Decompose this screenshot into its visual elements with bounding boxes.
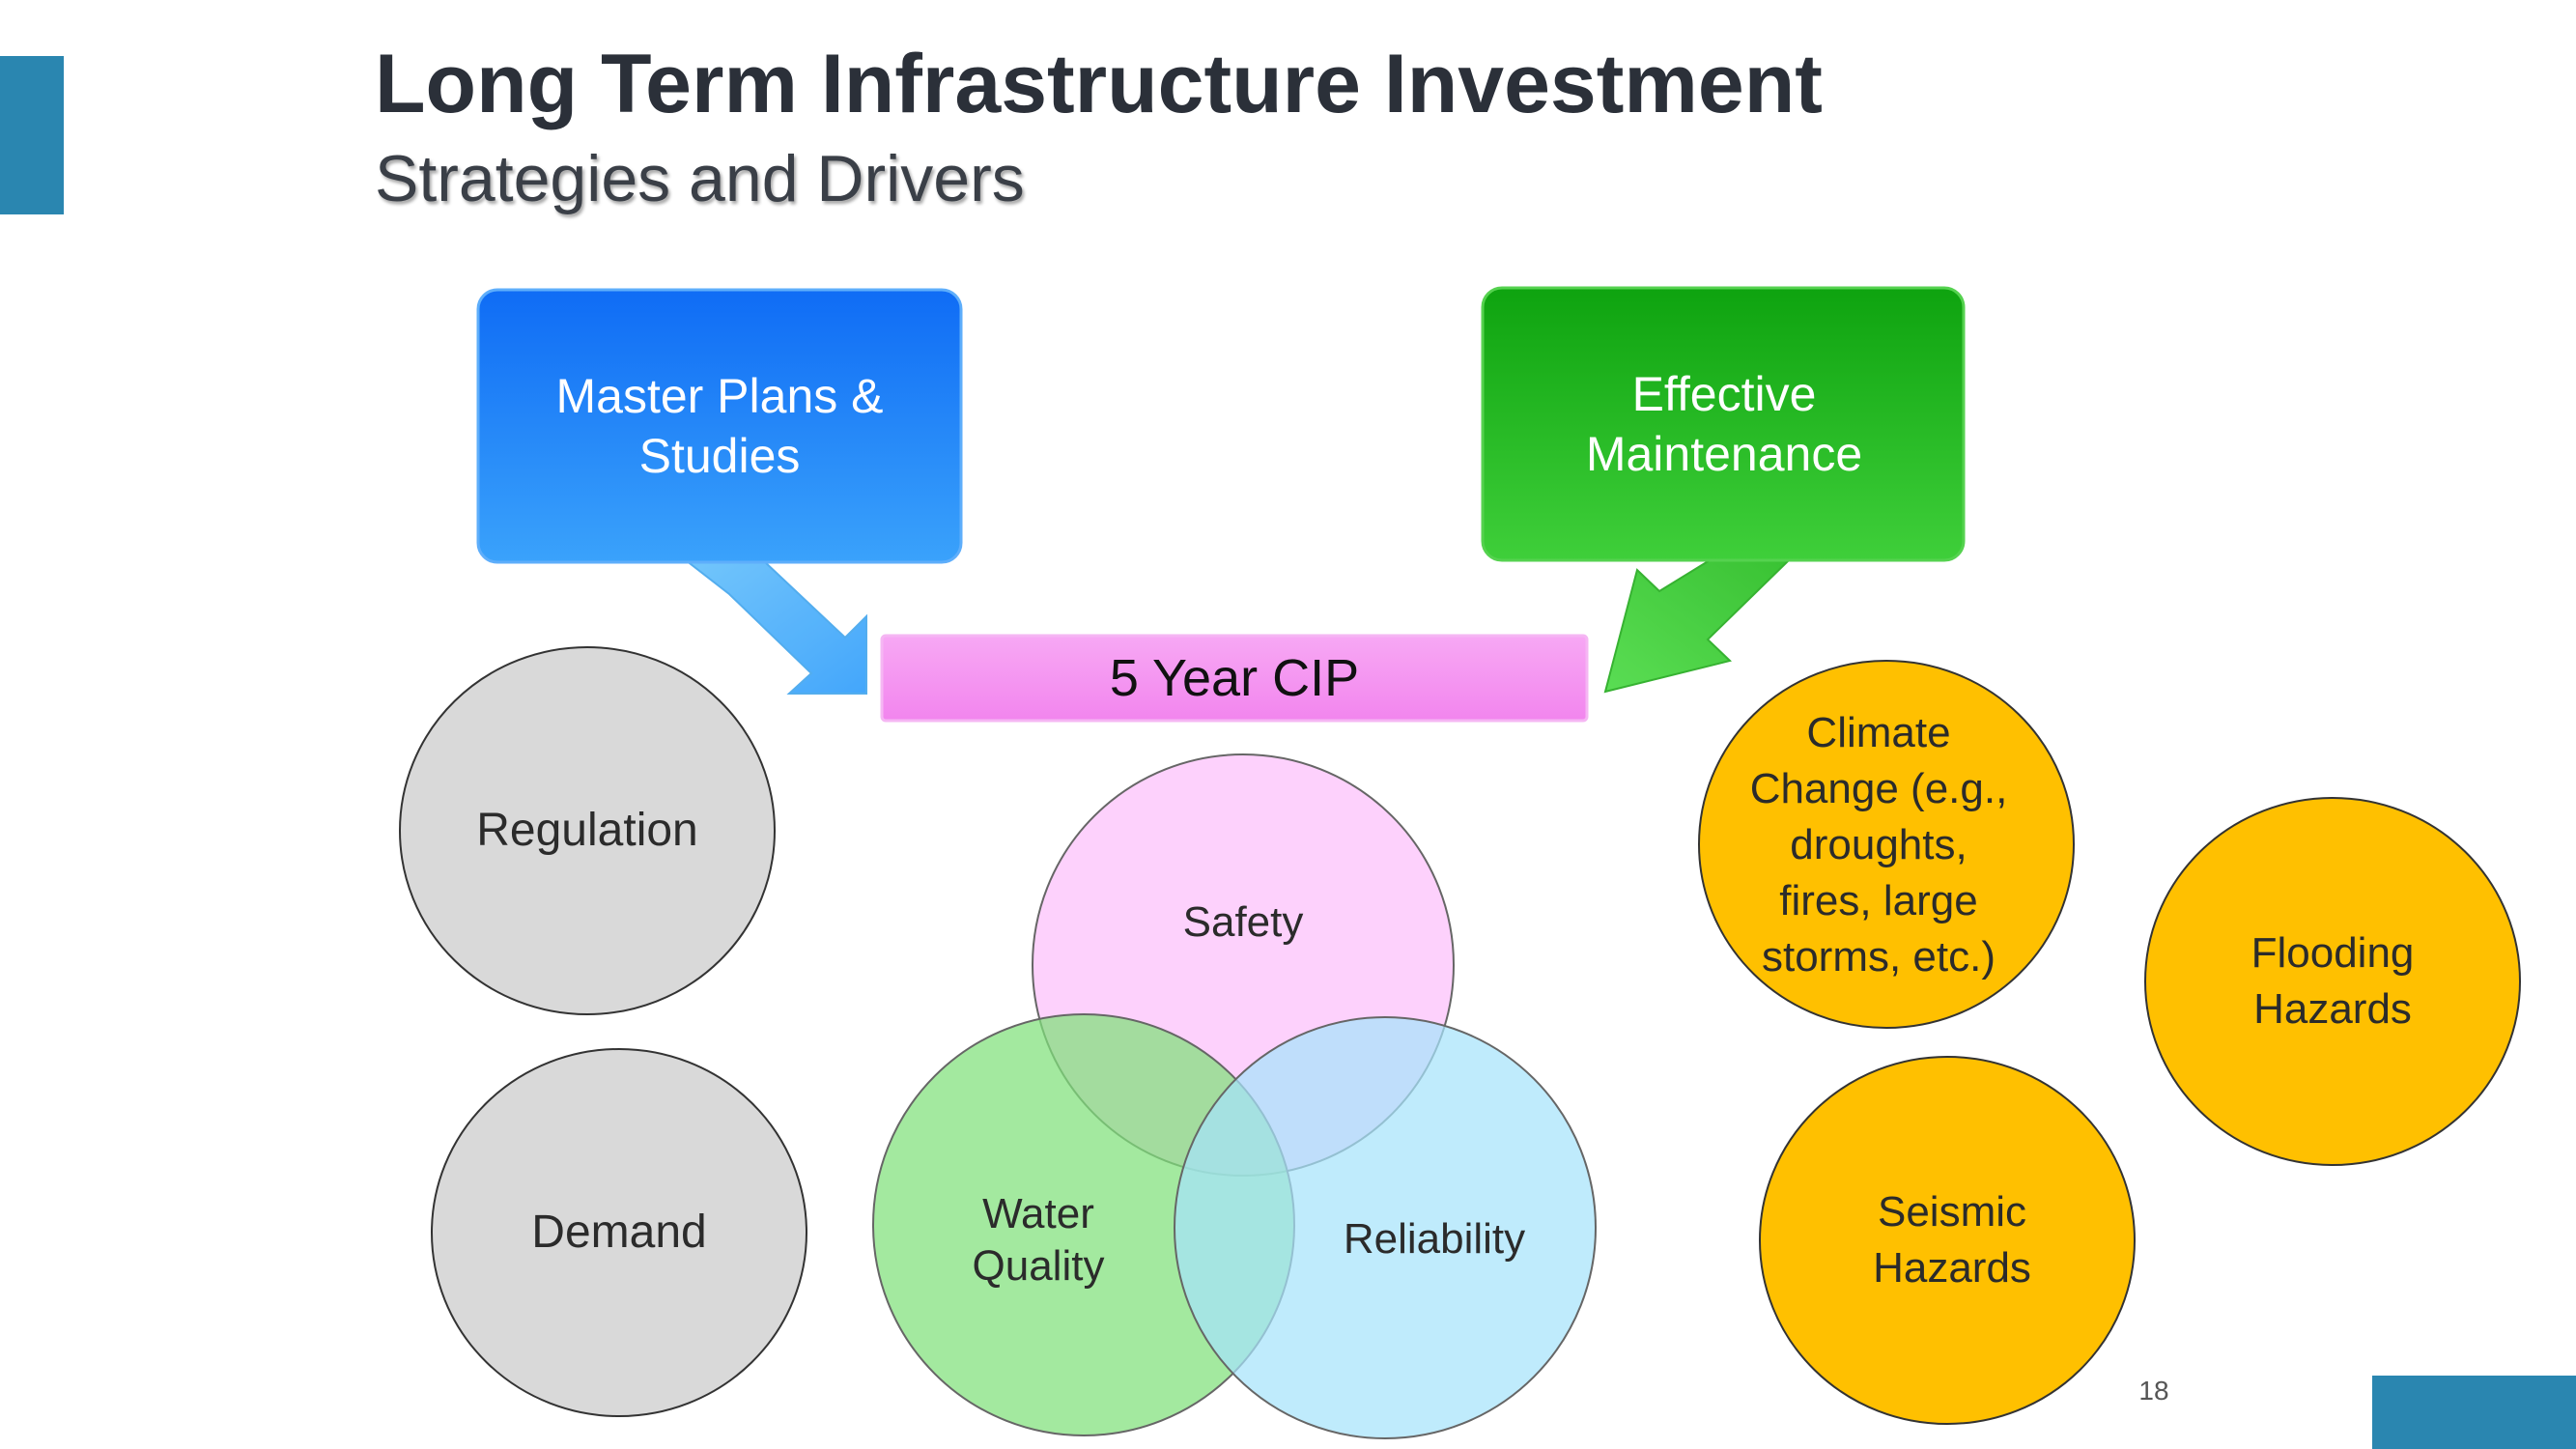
seismic-circle-shape	[1759, 1056, 2136, 1425]
venn-reliability-label: Reliability	[1343, 1215, 1526, 1263]
cip-bar-label: 5 Year CIP	[1109, 649, 1360, 707]
flooding-label: Flooding Hazards	[2250, 929, 2415, 1033]
climate-label: Climate Change (e.g., droughts, fires, l…	[1749, 709, 2008, 980]
maintenance-box-shape	[1481, 286, 1966, 562]
master-plans-box-label: Master Plans & Studies	[555, 369, 884, 483]
regulation-circle-shape	[399, 646, 776, 1015]
maintenance-box-label: Effective Maintenance	[1585, 367, 1863, 481]
venn-safety-label: Safety	[1182, 898, 1304, 946]
accent-bar-top	[0, 56, 64, 214]
seismic-label: Seismic Hazards	[1873, 1188, 2031, 1292]
blue-arrow	[683, 559, 867, 695]
cip-bar-shape	[880, 634, 1589, 723]
flooding-circle-shape	[2144, 797, 2521, 1166]
demand-label: Demand	[531, 1207, 707, 1258]
page-title: Long Term Infrastructure Investment	[375, 38, 1823, 130]
green-arrow	[1603, 559, 1792, 694]
venn-water-quality-label: Water Quality	[972, 1190, 1105, 1290]
regulation-label: Regulation	[476, 805, 698, 856]
climate-circle-shape	[1698, 660, 2075, 1029]
venn-reliability-circle	[1174, 1016, 1597, 1439]
demand-circle-shape	[431, 1048, 807, 1417]
page-number: 18	[2138, 1376, 2169, 1406]
page-subtitle: Strategies and Drivers	[375, 142, 1025, 215]
master-plans-box-shape	[476, 288, 963, 564]
accent-bar-bottom	[2372, 1376, 2576, 1449]
